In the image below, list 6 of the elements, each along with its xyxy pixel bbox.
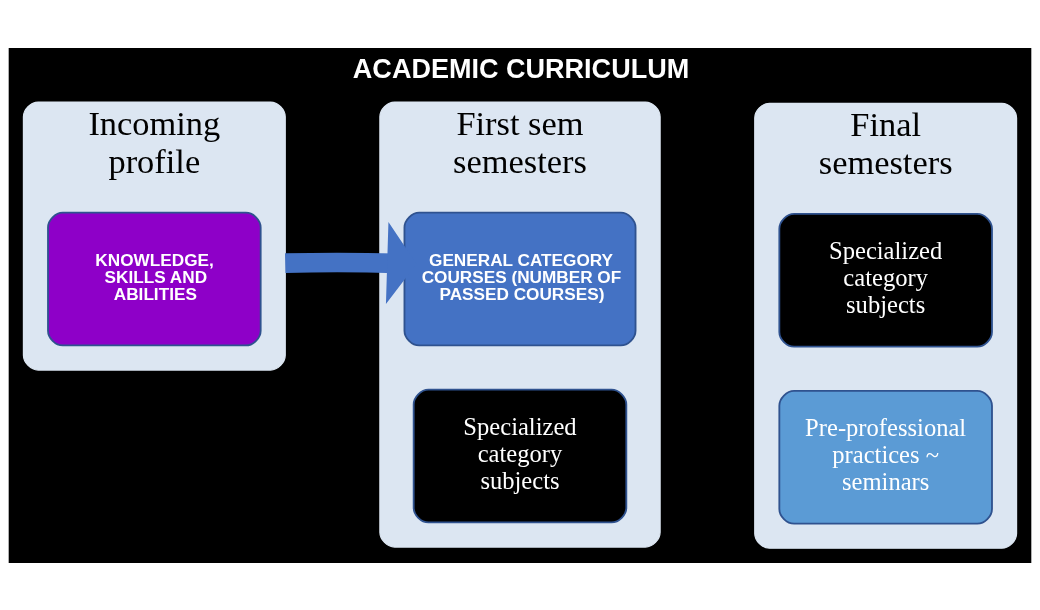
node-box: Pre-professional practices ~ seminars: [778, 389, 993, 525]
node-box: KNOWLEDGE, SKILLS AND ABILITIES: [47, 211, 262, 346]
diagram-title: ACADEMIC CURRICULUM: [352, 53, 690, 84]
node-box: Specialized category subjects: [778, 212, 993, 348]
node-box: Specialized category subjects: [412, 388, 628, 523]
node-box: GENERAL CATEGORY COURSES (NUMBER OF PASSED COURSES): [403, 211, 637, 346]
